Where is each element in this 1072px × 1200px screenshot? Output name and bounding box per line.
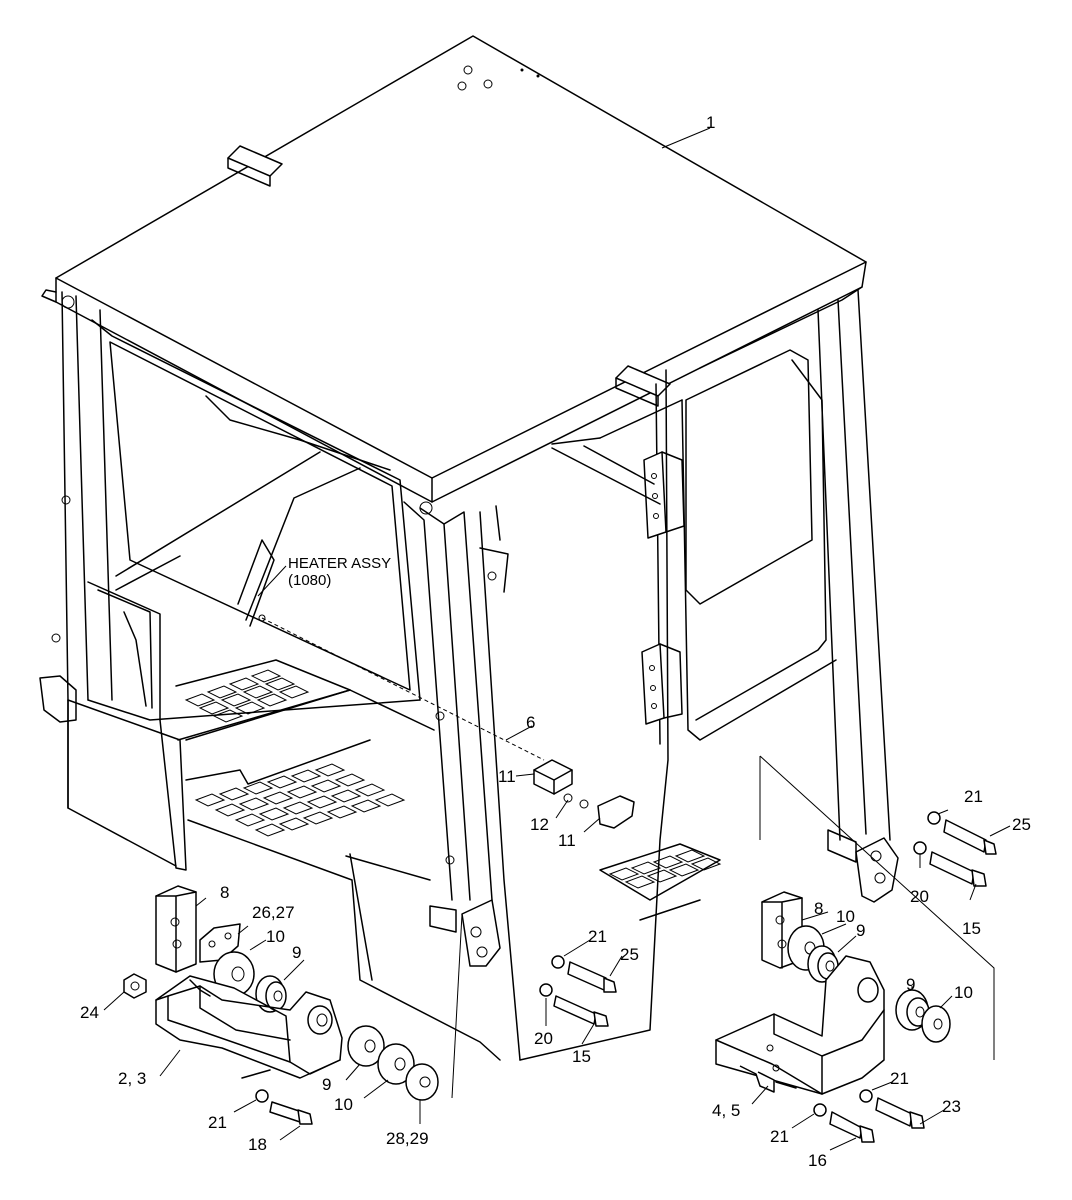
callout-9-right-2: 9 [906, 975, 915, 994]
tread-pad [234, 701, 266, 715]
callout-12: 12 [530, 815, 549, 834]
callout-25-center: 25 [620, 945, 639, 964]
callout-10-right: 10 [836, 907, 855, 926]
callout-4-5: 4, 5 [712, 1101, 740, 1120]
tread-pad [314, 763, 346, 777]
tread-pad [218, 787, 250, 801]
leader-lines [103, 127, 1011, 1151]
callout-1: 1 [706, 113, 715, 132]
right-front-mount-group [715, 891, 951, 1143]
tread-pad [354, 783, 386, 797]
callout-16: 16 [808, 1151, 827, 1170]
tread-pad [258, 807, 290, 821]
center-mount-hardware [429, 899, 617, 1099]
tread-pad [234, 813, 266, 827]
tread-pad [214, 803, 246, 817]
tread-pad [278, 817, 310, 831]
callout-21-right-2: 21 [770, 1127, 789, 1146]
callout-25-rear: 25 [1012, 815, 1031, 834]
tread-pad [262, 791, 294, 805]
right-rear-mount [759, 755, 997, 1060]
tread-pad [646, 869, 678, 883]
tread-pad [254, 823, 286, 837]
tread-pad [306, 795, 338, 809]
tread-pad [286, 785, 318, 799]
tread-pad [184, 693, 216, 707]
callout-9-left: 9 [292, 943, 301, 962]
callout-11a: 11 [498, 767, 516, 786]
tread-pad [220, 693, 252, 707]
tread-pad [326, 805, 358, 819]
callout-2-3: 2, 3 [118, 1069, 146, 1088]
callout-10-right-2: 10 [954, 983, 973, 1002]
tread-pad [652, 855, 684, 869]
tread-pad [264, 677, 296, 691]
callout-11b: 11 [558, 831, 576, 850]
callout-20-center: 20 [534, 1029, 553, 1048]
callout-9-left-2: 9 [322, 1075, 331, 1094]
tread-pad [278, 685, 310, 699]
left-front-mount-group [123, 885, 439, 1125]
cab-floor [39, 659, 722, 1061]
callout-21-rear: 21 [964, 787, 983, 806]
callout-15-rear: 15 [962, 919, 981, 938]
callout-heater-ref: (1080) [288, 572, 331, 589]
cab-roof [41, 35, 867, 503]
tread-pad [608, 867, 640, 881]
tread-pad [266, 775, 298, 789]
tread-pad [256, 693, 288, 707]
tread-pad [242, 781, 274, 795]
callout-10-left-2: 10 [334, 1095, 353, 1114]
callout-6: 6 [526, 713, 535, 732]
callout-9-right: 9 [856, 921, 865, 940]
callout-labels: 1 HEATER ASSY (1080) 6 11 12 11 21 25 20… [80, 113, 1031, 1170]
tread-pad [302, 811, 334, 825]
callout-21-right-1: 21 [890, 1069, 909, 1088]
tread-pad [668, 863, 700, 877]
tread-pad [250, 669, 282, 683]
callout-26-27: 26,27 [252, 903, 295, 922]
callout-21-center: 21 [588, 927, 607, 946]
tread-pad [350, 799, 382, 813]
tread-pad [212, 709, 244, 723]
tread-pad [374, 793, 406, 807]
callout-heater-assy: HEATER ASSY [288, 555, 391, 572]
tread-pad [690, 857, 722, 871]
callout-24: 24 [80, 1003, 99, 1022]
tread-pad [674, 849, 706, 863]
tread-pad [330, 789, 362, 803]
tread-pad [242, 685, 274, 699]
callout-28-29: 28,29 [386, 1129, 429, 1148]
tread-pad [310, 779, 342, 793]
tread-pad [194, 793, 226, 807]
callout-8-right: 8 [814, 899, 823, 918]
part-11-12-grommets [533, 759, 635, 829]
tread-pad [630, 861, 662, 875]
tread-pad [290, 769, 322, 783]
tread-pad [282, 801, 314, 815]
callout-18: 18 [248, 1135, 267, 1154]
tread-pad [238, 797, 270, 811]
callout-23: 23 [942, 1097, 961, 1116]
callout-8-left: 8 [220, 883, 229, 902]
tread-pad [206, 685, 238, 699]
cab-frame [51, 289, 891, 1061]
tread-pad [198, 701, 230, 715]
tread-pad [624, 875, 656, 889]
floor-tread-pads [184, 669, 722, 889]
callout-21-left: 21 [208, 1113, 227, 1132]
tread-pad [334, 773, 366, 787]
callout-10-left: 10 [266, 927, 285, 946]
tread-pad [228, 677, 260, 691]
callout-15-center: 15 [572, 1047, 591, 1066]
callout-20-rear: 20 [910, 887, 929, 906]
